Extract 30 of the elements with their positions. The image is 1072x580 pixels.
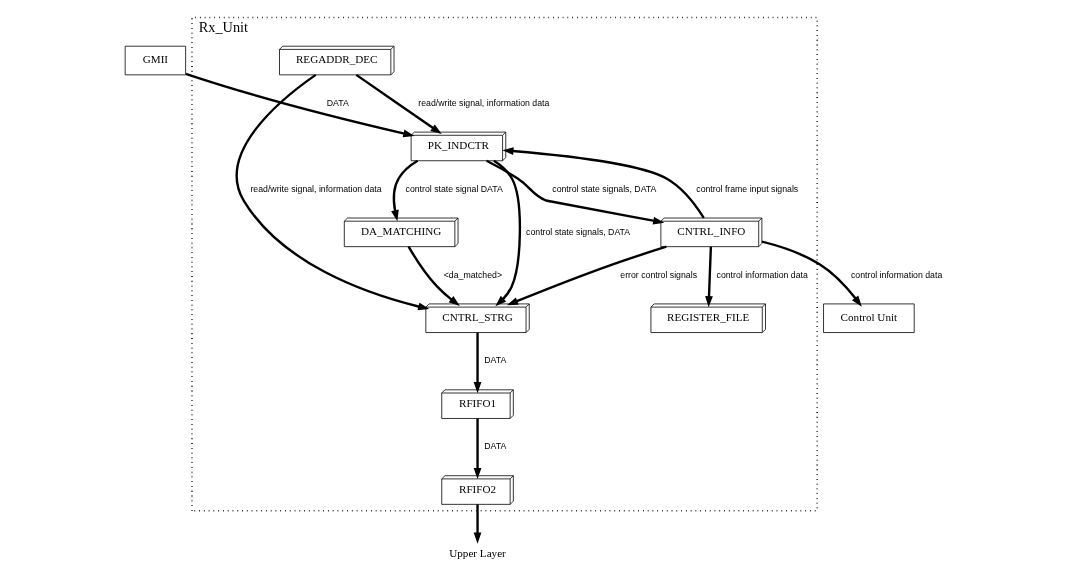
arrow: [407, 246, 460, 306]
arrow: [473, 332, 482, 394]
edge-label: DATA: [484, 355, 507, 366]
edge-label: read/write signal, information data: [418, 97, 550, 108]
edge-label: DATA: [484, 441, 507, 452]
edge-label: control frame input signals: [696, 183, 799, 194]
node-box: GMII: [124, 45, 187, 76]
node-text: Upper Layer: [449, 547, 506, 560]
edge-label: control information data: [850, 269, 943, 280]
arrow: [486, 159, 665, 225]
arrow: [355, 73, 442, 135]
arrow: [185, 72, 415, 138]
edge-label: control state signal DATA: [405, 183, 503, 194]
edge-label: error control signals: [620, 269, 698, 280]
node-box: Control Unit: [823, 303, 915, 333]
edge-label: <da_matched>: [443, 269, 503, 280]
arrow: [235, 73, 430, 311]
arrow: [493, 159, 522, 307]
edge-label: read/write signal, information data: [250, 183, 382, 194]
arrow: [506, 245, 667, 306]
arrow: [502, 147, 705, 219]
edge-label: control information data: [716, 269, 808, 280]
edge-label: DATA: [326, 97, 349, 108]
arrow: [705, 246, 713, 308]
arrow: [473, 418, 482, 480]
edge-label: control state signals, DATA: [526, 226, 631, 237]
arrow: [473, 504, 482, 544]
arrow: [391, 159, 419, 222]
arrow: [761, 240, 862, 307]
edge-label: control state signals, DATA: [552, 183, 657, 194]
